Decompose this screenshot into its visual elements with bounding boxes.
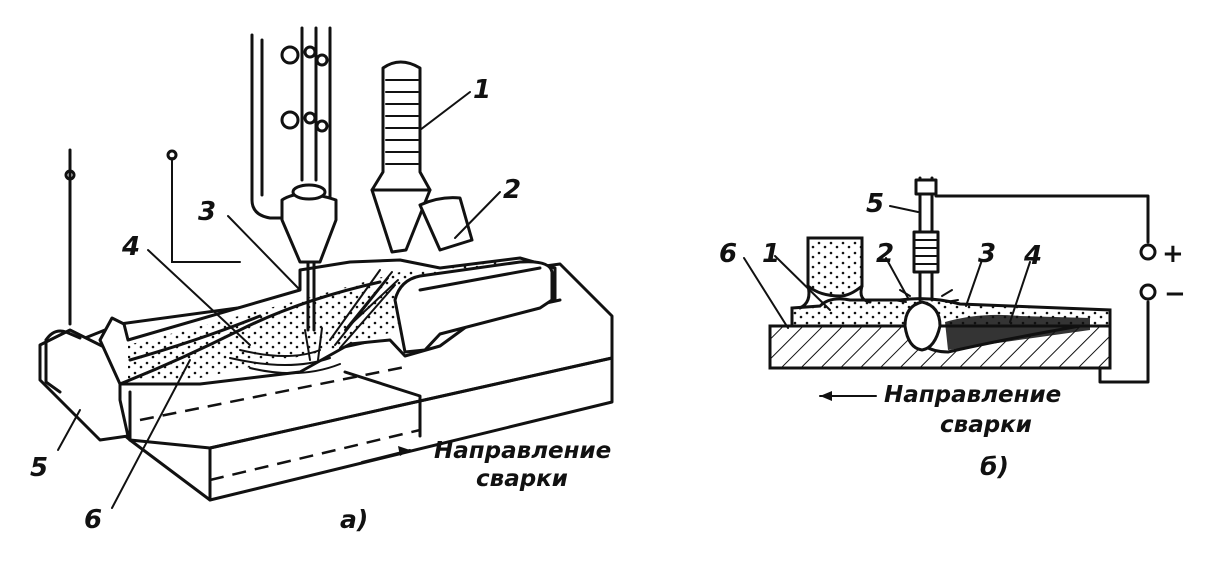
diagram-a: 1 2 3 4 5 6 Направление сварки а) bbox=[30, 26, 614, 535]
leader-lines-b bbox=[743, 205, 1031, 401]
label-a-5: 5 bbox=[30, 453, 48, 483]
direction-a-line1: Направление bbox=[434, 438, 611, 464]
label-b-2: 2 bbox=[876, 239, 894, 269]
caption-b: б) bbox=[980, 452, 1009, 481]
circuit bbox=[934, 194, 1157, 384]
electrode-holder bbox=[250, 26, 338, 332]
direction-a-line2: сварки bbox=[476, 466, 568, 492]
leader-lines bbox=[57, 91, 501, 509]
label-a-3: 3 bbox=[198, 197, 216, 227]
end-plate bbox=[38, 148, 130, 442]
label-a-6: 6 bbox=[84, 505, 102, 535]
label-a-4: 4 bbox=[121, 232, 140, 262]
direction-b-line2: сварки bbox=[940, 412, 1032, 438]
electrode bbox=[893, 176, 959, 303]
flux-tube bbox=[370, 60, 474, 254]
label-b-6: 6 bbox=[719, 239, 737, 269]
label-b-3: 3 bbox=[978, 239, 996, 269]
label-b-5: 5 bbox=[866, 189, 884, 219]
direction-b-line1: Направление bbox=[884, 382, 1061, 408]
flux-layer bbox=[790, 236, 1112, 328]
label-a-1: 1 bbox=[473, 75, 491, 105]
slag-seam bbox=[903, 300, 1090, 352]
caption-a: а) bbox=[340, 505, 368, 534]
label-a-2: 2 bbox=[503, 175, 521, 205]
terminal-plus: + bbox=[1162, 239, 1184, 269]
terminal-minus: − bbox=[1164, 279, 1186, 309]
weld-zone bbox=[229, 269, 399, 375]
diagram-b: 5 6 1 2 3 4 + − Направление сварки б) bbox=[719, 176, 1186, 481]
label-b-1: 1 bbox=[762, 239, 780, 269]
label-b-4: 4 bbox=[1023, 241, 1042, 271]
